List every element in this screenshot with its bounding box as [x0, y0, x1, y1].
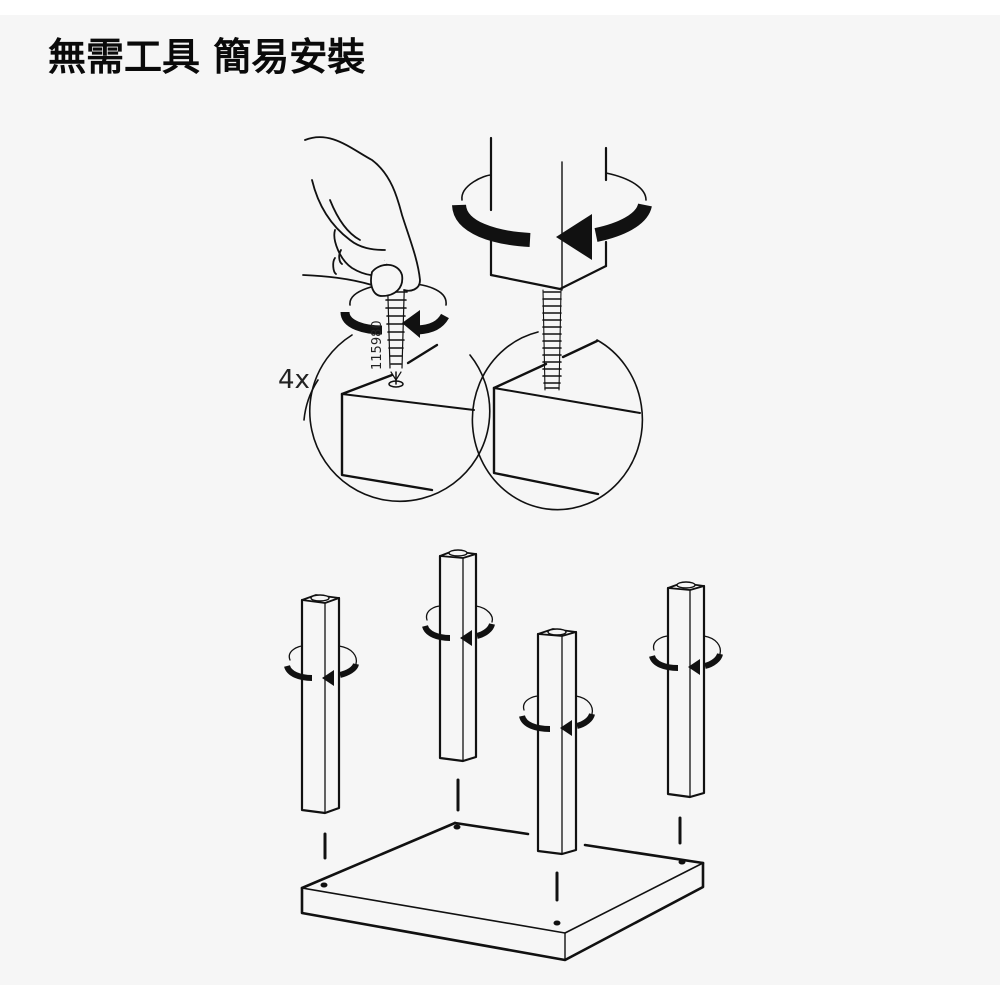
page-title: 無需工具 簡易安裝 [48, 35, 366, 79]
leg-rotate-detail [452, 136, 652, 511]
leg-1 [284, 594, 359, 815]
screw-insert-detail: 4x 115980 [278, 136, 491, 503]
rotate-arrow-icon [340, 282, 449, 338]
instruction-canvas: 無需工具 簡易安裝 [0, 15, 1000, 985]
board-and-legs [284, 549, 723, 962]
leg-3 [519, 628, 595, 856]
threaded-screw-icon [542, 289, 562, 391]
leg-2 [422, 549, 495, 763]
board [300, 821, 705, 962]
quantity-label: 4x [278, 365, 310, 395]
alignment-marks [323, 778, 682, 902]
rotate-arrow-icon [649, 635, 723, 675]
rotate-arrow-icon [452, 172, 652, 260]
leg-4 [649, 581, 723, 799]
rotate-arrow-icon [284, 645, 359, 686]
part-number-label: 115980 [370, 320, 385, 370]
hand-icon [302, 136, 421, 297]
rotate-arrow-icon [422, 605, 495, 646]
rotate-arrow-icon [519, 695, 595, 736]
